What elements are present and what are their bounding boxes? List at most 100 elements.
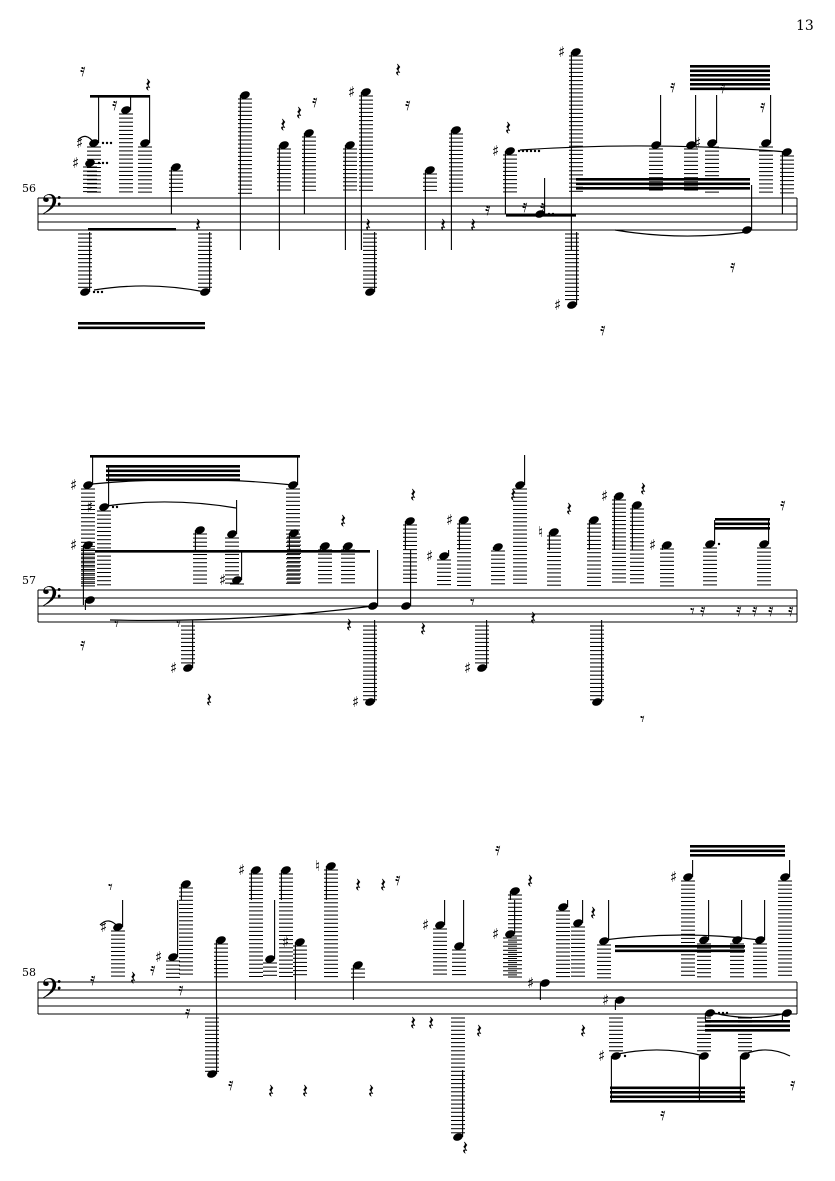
notehead [705,540,715,548]
notehead [505,147,515,155]
sharp-accidental: ♯ [348,83,355,101]
sixteenth-rest: 𝄿 [112,94,118,115]
beam [95,550,370,553]
natural-accidental: ♮ [538,523,543,541]
eighth-rest: 𝄾 [470,592,475,613]
notehead [493,543,503,551]
notehead [567,301,577,309]
augmentation-dot [623,1054,627,1058]
tie [614,229,748,237]
sharp-accidental: ♯ [219,571,226,589]
notes: ♯♯♯♯♯♯♯♯♯♮♯♯𝄽𝄽𝄽𝄽𝄽𝄽𝄽𝄽𝄽𝄾𝄾𝄾𝄾𝄾𝄾𝄿𝄿𝄿𝄿𝄿𝄿𝄿 [70,455,794,730]
augmentation-dot [111,505,115,509]
augmentation-dot [92,290,96,294]
sharp-accidental: ♯ [464,659,471,677]
beam [106,465,240,468]
beam [690,74,770,77]
notehead [85,596,95,604]
augmentation-dot [721,1011,725,1015]
augmentation-dot [717,542,721,546]
notehead [365,288,375,296]
staff [37,981,798,1015]
notehead [361,88,371,96]
notehead [632,501,642,509]
sharp-accidental: ♯ [282,933,289,951]
sharp-accidental: ♯ [554,296,561,314]
eighth-rest: 𝄾 [176,614,181,635]
notehead [80,288,90,296]
quarter-rest: 𝄽 [510,483,516,507]
notehead [320,542,330,550]
beam [715,518,770,521]
tie [93,285,206,293]
sharp-accidental: ♯ [446,511,453,529]
quarter-rest: 𝄽 [365,213,371,237]
sixteenth-rest: 𝄿 [780,494,786,515]
notehead [454,942,464,950]
beam [690,849,785,853]
quarter-rest: 𝄽 [130,966,136,990]
sixteenth-rest: 𝄿 [228,1074,234,1095]
notehead [573,919,583,927]
notehead [405,517,415,525]
notehead [353,961,363,969]
sharp-accidental: ♯ [670,868,677,886]
notehead [181,880,191,888]
quarter-rest: 𝄽 [476,1019,482,1043]
quarter-rest: 𝄽 [340,509,346,533]
notehead [295,938,305,946]
augmentation-dot [109,141,113,145]
notehead [705,1009,715,1017]
sharp-accidental: ♯ [492,142,499,160]
measure-number: 58 [22,966,36,979]
natural-accidental: ♮ [315,857,320,875]
notehead [453,1133,463,1141]
sixteenth-rest: 𝄿 [720,77,726,98]
beam [106,474,240,477]
notehead [740,1052,750,1060]
tie [109,605,374,622]
sharp-accidental: ♯ [602,991,609,1009]
beam [705,1024,790,1028]
sixteenth-rest: 𝄿 [600,319,606,340]
sixteenth-rest: 𝄿 [760,96,766,117]
notehead [592,698,602,706]
quarter-rest: 𝄽 [380,873,386,897]
beam [690,854,785,857]
sharp-accidental: ♯ [694,134,701,152]
beam [690,65,770,68]
sixteenth-rest: 𝄿 [752,600,758,621]
sixteenth-rest: 𝄿 [790,1074,796,1095]
notehead [515,481,525,489]
sharp-accidental: ♯ [72,154,79,172]
notehead [289,529,299,537]
bass-clef: 𝄢 [40,973,62,1013]
staff [37,589,798,623]
notehead [195,526,205,534]
quarter-rest: 𝄽 [395,58,401,82]
beam [576,187,750,190]
quarter-rest: 𝄽 [410,1011,416,1035]
notehead [183,664,193,672]
sixteenth-rest: 𝄿 [730,256,736,277]
notehead [326,862,336,870]
quarter-rest: 𝄽 [527,869,533,893]
quarter-rest: 𝄽 [296,101,302,125]
notehead [477,664,487,672]
beam [715,527,770,530]
augmentation-dot [105,141,109,145]
notehead [140,139,150,147]
eighth-rest: 𝄾 [640,709,645,730]
beam [610,1091,745,1094]
beam [610,1086,745,1090]
notehead [83,541,93,549]
notehead [699,936,709,944]
augmentation-dot [517,149,521,153]
tie [77,135,95,144]
quarter-rest: 𝄽 [368,1079,374,1103]
beam [715,522,770,526]
sixteenth-rest: 𝄿 [736,600,742,621]
beam [106,469,240,473]
notehead [227,530,237,538]
